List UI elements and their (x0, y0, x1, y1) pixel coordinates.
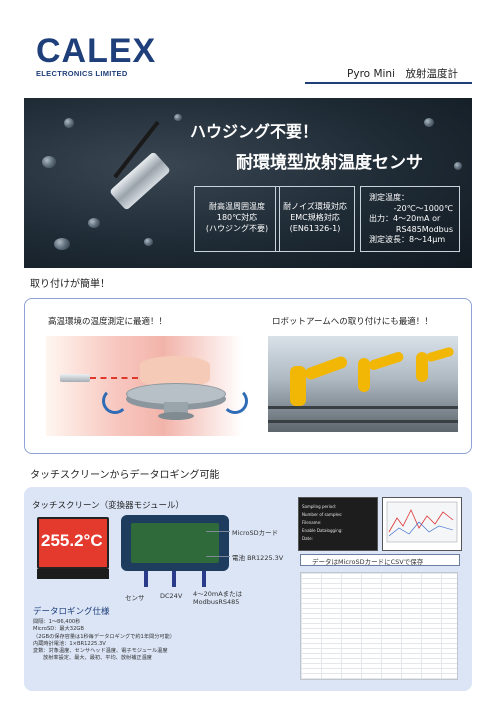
rotation-arrow-icon (102, 388, 128, 414)
section-heading-easy-mounting: 取り付けが簡単！ (30, 279, 110, 290)
water-drop-decoration (42, 156, 56, 168)
feature-line: 180℃対応 (216, 213, 258, 222)
logging-spec-heading: データロギング仕様 (33, 607, 110, 617)
circuit-board (131, 523, 219, 563)
spec-line: 間隔：1～86,400秒 (33, 619, 81, 625)
title-divider (305, 82, 472, 84)
csv-label-frame (300, 554, 460, 566)
feature-line: (EN61326-1) (289, 224, 341, 233)
converter-module (121, 515, 229, 571)
section-heading-data-logging: タッチスクリーンからデータロギング可能 (30, 470, 220, 481)
settings-row: Date: (302, 536, 313, 541)
caption-high-temp: 高温環境の温度測定に最適！！ (48, 317, 168, 327)
callout-dc24v: DC24V (160, 592, 183, 600)
trend-graph-screenshot (382, 497, 462, 551)
robot-arm (425, 346, 455, 363)
settings-row: Sampling period: (302, 504, 337, 509)
callout-sensor: センサ (125, 594, 145, 602)
water-drop-decoration (454, 162, 462, 170)
rotation-arrow-icon (222, 388, 248, 414)
callout-output-line: ModbusRS485 (193, 598, 240, 606)
product-title: Pyro Mini 放射温度計 (347, 68, 458, 80)
water-drop-decoration (144, 238, 153, 246)
sensor-probe (60, 374, 90, 382)
hero-banner: ハウジング不要！ 耐環境型放射温度センサ 耐高温周囲温度 180℃対応 (ハウジ… (24, 98, 472, 268)
logo-wordmark: CALEX (36, 32, 157, 70)
spec-line: 内蔵時計電池：1×BR1225.3V (33, 640, 106, 647)
callout-output: 4～20mAまたは ModbusRS485 (193, 590, 242, 606)
robot-arm (303, 354, 349, 382)
high-temp-measurement-illustration (46, 336, 248, 436)
logging-settings-screenshot: Sampling period: Number of samples: File… (298, 497, 378, 551)
callout-microsd: MicroSDカード (232, 529, 279, 537)
touchscreen-display: 255.2°C (37, 517, 109, 569)
csv-storage-label: データはMicroSDカードにCSVで保存 (312, 558, 424, 566)
spec-line: 放射率設定、最大、最初、平均、放射補正温度 (43, 655, 152, 662)
feature-box-ambient: 耐高温周囲温度 180℃対応 (ハウジング不要) (194, 186, 280, 252)
settings-row: Number of samples: (302, 512, 343, 517)
water-drop-decoration (54, 238, 70, 250)
feature-line: -20℃～1000℃ (393, 203, 453, 213)
water-drop-decoration (174, 114, 182, 121)
settings-row: Enable Datalogging: (302, 528, 343, 533)
robot-arm-photo (268, 336, 458, 432)
output-cable (202, 571, 206, 587)
robot-arm (290, 366, 306, 406)
temperature-readout: 255.2°C (41, 531, 103, 550)
callout-output-line: 4～20mAまたは (193, 590, 243, 598)
spec-line: 変数：対象温度、センサヘッド温度、電子モジュール温度 (33, 648, 168, 655)
csv-spreadsheet-screenshot (300, 572, 458, 680)
touchscreen-heading: タッチスクリーン（変換器モジュール） (32, 501, 184, 511)
water-drop-decoration (424, 118, 434, 127)
pyro-mini-sensor-image (109, 151, 171, 211)
spec-line: （2GBの保存容量は1秒毎データロギングで約1年間分可能） (33, 633, 175, 640)
spreadsheet-grid (301, 573, 457, 679)
feature-line: 耐高温周囲温度 (209, 202, 265, 211)
feature-line: 耐ノイズ環境対応 (283, 202, 347, 211)
feature-line: EMC規格対応 (290, 213, 340, 222)
robot-arm (416, 352, 428, 382)
feature-line: 測定波長：8～14μm (369, 235, 446, 244)
feature-line: 測定温度： (369, 193, 409, 202)
logging-spec-list: 間隔：1～86,400秒 MicroSD：最大32GB （2GBの保存容量は1秒… (33, 619, 175, 663)
trend-graph-icon (386, 501, 458, 543)
water-drop-decoration (64, 118, 74, 128)
robot-arm (358, 358, 370, 392)
feature-box-specs: 測定温度： -20℃～1000℃ 出力：4～20mA or RS485Modbu… (360, 186, 460, 252)
conveyor-rail (268, 406, 458, 409)
spec-line: MicroSD：最大32GB (33, 626, 84, 633)
conveyor-rail (268, 420, 458, 423)
feature-line: (ハウジング不要) (205, 224, 269, 233)
settings-row: Filename: (302, 520, 322, 525)
callout-battery: 電池 BR1225.3V (232, 554, 284, 562)
power-cable (172, 571, 176, 587)
callout-line (206, 556, 230, 557)
hero-subline: 耐環境型放射温度センサ (236, 153, 423, 173)
hero-headline: ハウジング不要！ (190, 122, 319, 141)
measurement-beam (90, 377, 138, 379)
turntable-base (158, 412, 194, 420)
robot-arm (367, 350, 405, 372)
logo-subtitle: ELECTRONICS LIMITED (36, 69, 128, 78)
callout-line (206, 531, 230, 532)
feature-line: 出力：4～20mA or (369, 214, 441, 223)
sensor-cable (144, 571, 148, 587)
calex-logo: CALEX ELECTRONICS LIMITED (36, 34, 156, 78)
feature-line: RS485Modbus (395, 224, 453, 234)
touchscreen-toolbar (37, 569, 109, 579)
feature-box-emc: 耐ノイズ環境対応 EMC規格対応 (EN61326-1) (275, 186, 355, 252)
caption-robot-arm: ロボットアームへの取り付けにも最適！！ (272, 317, 433, 327)
water-drop-decoration (88, 218, 100, 228)
